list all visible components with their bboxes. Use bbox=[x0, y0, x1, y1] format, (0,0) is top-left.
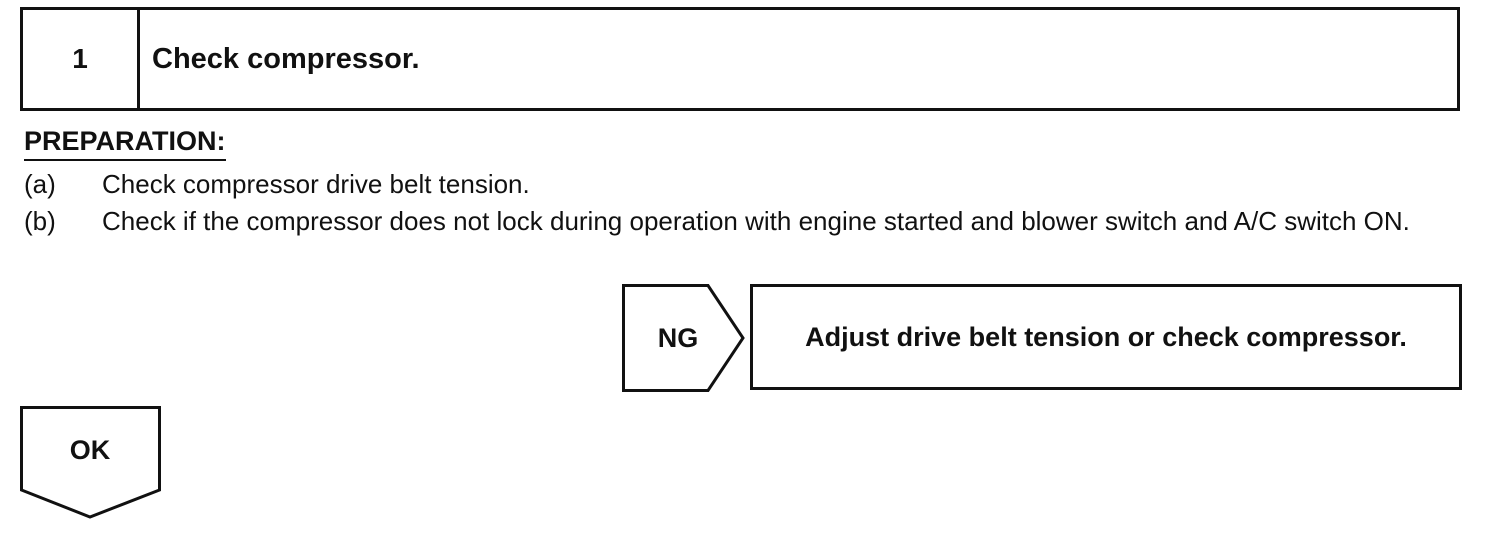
item-marker: (a) bbox=[24, 169, 56, 199]
preparation-item-a: (a) Check compressor drive belt tension. bbox=[24, 166, 1484, 203]
step-header: 1 Check compressor. bbox=[20, 7, 1460, 111]
ng-action-box: Adjust drive belt tension or check compr… bbox=[750, 284, 1462, 390]
item-marker: (b) bbox=[24, 206, 56, 236]
preparation-heading: PREPARATION: bbox=[24, 126, 226, 161]
item-text: Check compressor drive belt tension. bbox=[102, 169, 530, 199]
preparation-list: (a) Check compressor drive belt tension.… bbox=[24, 166, 1484, 240]
step-title: Check compressor. bbox=[152, 42, 420, 75]
step-number: 1 bbox=[23, 10, 140, 108]
preparation-item-b: (b) Check if the compressor does not loc… bbox=[24, 203, 1484, 240]
ok-label: OK bbox=[69, 434, 111, 465]
item-text: Check if the compressor does not lock du… bbox=[102, 206, 1410, 236]
ng-arrow-shape bbox=[622, 284, 745, 392]
ok-arrow-shape bbox=[20, 406, 161, 519]
ng-label: NG bbox=[657, 322, 699, 353]
